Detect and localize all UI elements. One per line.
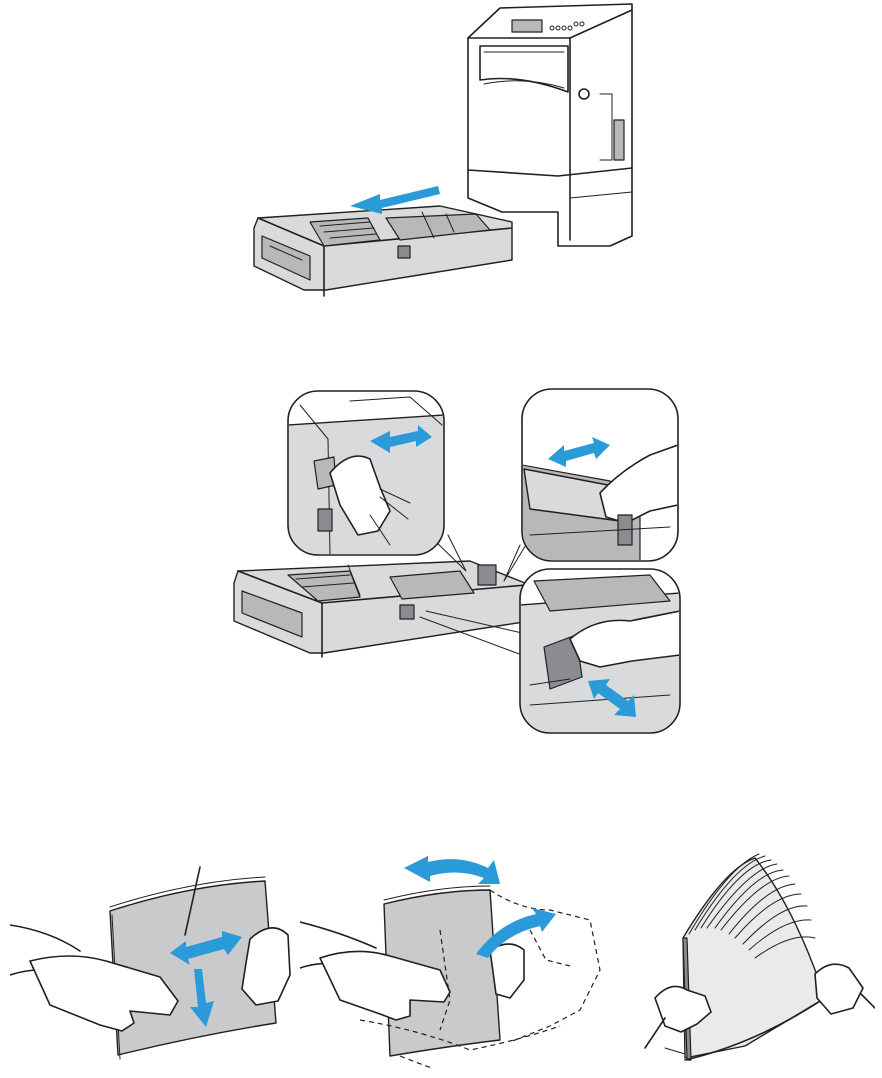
paper-tray-icon bbox=[254, 206, 512, 296]
length-guide-callout bbox=[522, 389, 678, 561]
flex-paper-icon bbox=[10, 855, 295, 1065]
printer-icon bbox=[468, 4, 632, 246]
fan-paper-icon bbox=[300, 850, 620, 1070]
remove-tray-illustration bbox=[240, 0, 640, 305]
flex-paper-illustration bbox=[10, 855, 295, 1065]
end-guide-callout bbox=[520, 569, 680, 733]
align-paper-icon bbox=[625, 848, 875, 1070]
fan-paper-illustration bbox=[300, 850, 620, 1070]
paper-tray-icon bbox=[234, 561, 530, 657]
adjust-guides-illustration bbox=[230, 385, 690, 740]
align-paper-illustration bbox=[625, 848, 875, 1070]
width-guide-callout bbox=[288, 391, 444, 555]
